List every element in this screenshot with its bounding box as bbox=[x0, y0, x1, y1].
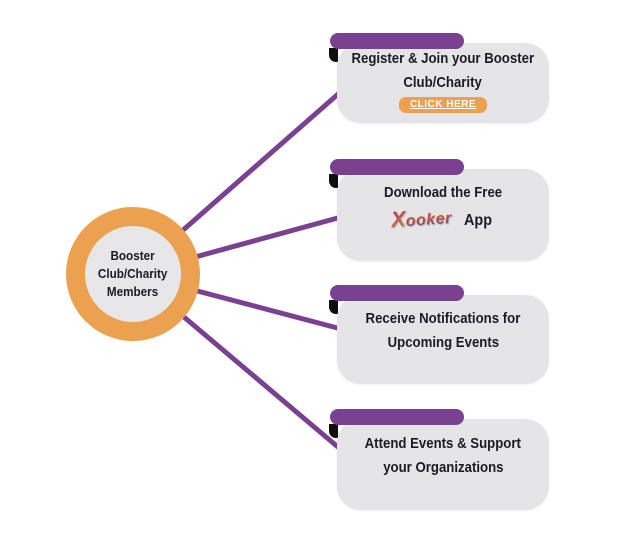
center-node: Booster Club/Charity Members bbox=[66, 207, 200, 341]
xooker-logo: Xooker bbox=[390, 203, 453, 236]
ribbon-corner-accent bbox=[329, 174, 338, 188]
card-register: Register & Join your Booster Club/Charit… bbox=[329, 33, 552, 123]
app-word: App bbox=[463, 212, 492, 229]
card-register-text-line1: Register & Join your Booster bbox=[351, 50, 535, 67]
ribbon-corner-accent bbox=[329, 424, 338, 438]
ribbon-corner-accent bbox=[329, 48, 338, 62]
card-attend-body: Attend Events & Support your Organizatio… bbox=[337, 419, 549, 510]
ribbon-corner-accent bbox=[329, 300, 338, 314]
card-attend-text-line1: Attend Events & Support bbox=[364, 435, 522, 452]
card-download-app: Download the Free Xooker App bbox=[329, 159, 552, 261]
card-notifications-text-line1: Receive Notifications for bbox=[365, 310, 521, 327]
xooker-logo-x: X bbox=[390, 206, 407, 233]
ribbon-tab bbox=[330, 409, 464, 425]
click-here-button[interactable]: CLICK HERE bbox=[398, 97, 488, 113]
ribbon-tab bbox=[330, 33, 464, 49]
ribbon-tab bbox=[330, 159, 464, 175]
ribbon-tab bbox=[330, 285, 464, 301]
card-notifications-text-line2: Upcoming Events bbox=[387, 334, 499, 351]
center-node-inner: Booster Club/Charity Members bbox=[85, 226, 181, 322]
card-notifications: Receive Notifications for Upcoming Event… bbox=[329, 285, 552, 384]
card-register-text-line2: Club/Charity bbox=[403, 74, 483, 91]
card-download-text-line1: Download the Free bbox=[383, 184, 503, 201]
card-download-body: Download the Free Xooker App bbox=[337, 169, 549, 261]
card-attend-text-line2: your Organizations bbox=[382, 459, 504, 476]
card-notifications-body: Receive Notifications for Upcoming Event… bbox=[337, 295, 549, 384]
center-node-text-line1: Booster bbox=[110, 248, 156, 263]
card-download-text-line2: Xooker App bbox=[390, 203, 495, 236]
center-node-text-line3: Members bbox=[107, 284, 159, 299]
card-attend-events: Attend Events & Support your Organizatio… bbox=[329, 409, 552, 510]
card-register-body: Register & Join your Booster Club/Charit… bbox=[337, 43, 549, 123]
center-node-text-line2: Club/Charity bbox=[98, 266, 168, 281]
xooker-logo-rest: ooker bbox=[405, 209, 453, 231]
